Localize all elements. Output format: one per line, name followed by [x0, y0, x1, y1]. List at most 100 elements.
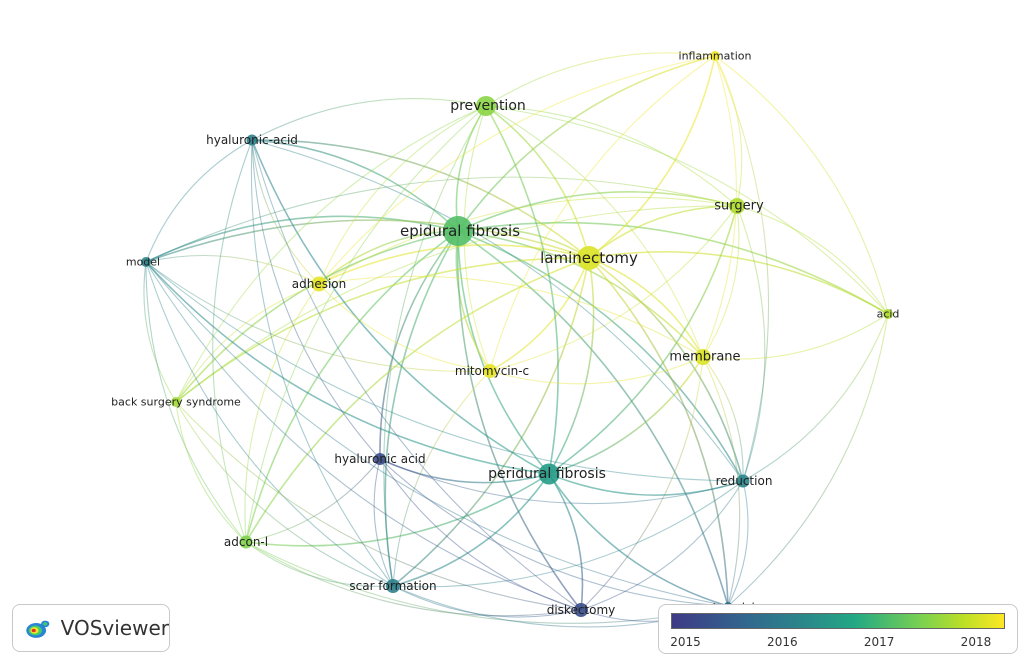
edge-hyaluronic_acid_hyphen-scar_formation [250, 139, 394, 587]
node-membrane[interactable] [695, 349, 711, 365]
edge-surgery-adhesion [318, 196, 738, 285]
edge-back_surgery_syndrome-adcon_l [175, 401, 247, 543]
edge-epidural_fibrosis-peridural_fibrosis [457, 230, 550, 475]
edge-epidural_fibrosis-diskectomy [456, 230, 582, 611]
node-layer [141, 51, 893, 617]
edge-peridural_fibrosis-surgery [548, 205, 738, 475]
edge-reduction-acid [742, 313, 889, 482]
node-label-inflammation[interactable]: inflammation [679, 50, 752, 63]
edge-model-rat_model [145, 261, 729, 607]
edge-acid-rat_model [727, 313, 889, 607]
edge-membrane-adhesion [318, 275, 704, 358]
edge-adcon_l-rat_model [245, 541, 729, 624]
edge-peridural_fibrosis-hyaluronic_acid_hyphen [251, 139, 550, 475]
edge-laminectomy-surgery [588, 205, 738, 259]
node-label-scar_formation[interactable]: scar formation [349, 579, 436, 593]
edge-model-diskectomy [145, 261, 582, 611]
edge-epidural_fibrosis-adcon_l [245, 230, 459, 543]
edge-prevention-hyaluronic_acid_hyphen [251, 97, 487, 141]
node-label-mitomycin_c[interactable]: mitomycin-c [455, 364, 529, 378]
node-label-adhesion[interactable]: adhesion [292, 277, 347, 291]
edge-back_surgery_syndrome-scar_formation [175, 401, 394, 587]
node-back_surgery_syndrome[interactable] [171, 397, 181, 407]
edge-epidural_fibrosis-surgery [457, 191, 738, 232]
edge-laminectomy-rat_model [588, 257, 729, 607]
edge-model-back_surgery_syndrome [143, 261, 177, 403]
edge-model-reduction [145, 261, 744, 482]
node-surgery[interactable] [729, 198, 745, 214]
edge-surgery-reduction [736, 205, 766, 482]
edge-laminectomy-adhesion [318, 244, 590, 285]
edge-peridural_fibrosis-diskectomy [548, 473, 584, 611]
node-label-hyaluronic_acid[interactable]: hyaluronic acid [334, 452, 425, 466]
logo-text: VOSviewer [60, 616, 169, 640]
node-label-epidural_fibrosis[interactable]: epidural fibrosis [400, 222, 520, 240]
edge-model-scar_formation [145, 261, 394, 587]
label-layer: epidural fibrosis laminectomy peridural fi… [111, 50, 899, 618]
edge-prevention-surgery [485, 105, 738, 207]
node-prevention[interactable] [476, 96, 496, 116]
edge-laminectomy-scar_formation [392, 257, 590, 587]
node-label-acid[interactable]: acid [877, 308, 900, 321]
node-label-surgery[interactable]: surgery [714, 199, 764, 214]
edge-mitomycin_c-model [145, 261, 491, 372]
node-label-back_surgery_syndrome[interactable]: back surgery syndrome [111, 396, 241, 409]
node-diskectomy[interactable] [574, 603, 588, 617]
node-hyaluronic_acid[interactable] [374, 453, 386, 465]
scale-tick-2016: 2016 [767, 635, 798, 649]
edge-laminectomy-inflammation [588, 55, 716, 259]
node-label-hyaluronic_acid_hyphen[interactable]: hyaluronic-acid [206, 133, 298, 147]
edge-laminectomy-acid [588, 251, 889, 315]
edge-hyaluronic_acid-adcon_l [245, 458, 381, 543]
edge-epidural_fibrosis-reduction [457, 230, 744, 482]
edge-peridural_fibrosis-model [145, 261, 550, 475]
node-label-adcon_l[interactable]: adcon-l [224, 535, 268, 549]
node-model[interactable] [141, 257, 151, 267]
color-gradient-bar [671, 613, 1005, 629]
node-label-laminectomy[interactable]: laminectomy [540, 249, 638, 267]
edge-surgery-model [145, 176, 738, 263]
edge-membrane-acid [702, 313, 889, 360]
node-adcon_l[interactable] [239, 535, 253, 549]
edge-hyaluronic_acid-reduction [379, 458, 744, 505]
edge-hyaluronic_acid_hyphen-hyaluronic_acid [251, 139, 381, 460]
scale-tick-2017: 2017 [863, 635, 895, 649]
edge-epidural_fibrosis-mitomycin_c [455, 230, 491, 372]
node-label-membrane[interactable]: membrane [669, 350, 740, 365]
edge-hyaluronic_acid_hyphen-adhesion [251, 139, 320, 285]
node-label-reduction[interactable]: reduction [716, 474, 773, 488]
node-label-model[interactable]: model [126, 256, 160, 269]
node-peridural_fibrosis[interactable] [538, 463, 560, 485]
node-inflammation[interactable] [710, 51, 720, 61]
edge-epidural_fibrosis-acid [457, 221, 889, 315]
edge-hyaluronic_acid-scar_formation [373, 458, 394, 587]
edge-adhesion-model [145, 255, 320, 285]
edge-hyaluronic_acid-rat_model [379, 458, 729, 607]
edge-reduction-diskectomy [580, 480, 744, 611]
edge-mitomycin_c-scar_formation [392, 370, 491, 587]
node-epidural_fibrosis[interactable] [443, 216, 473, 246]
node-reduction[interactable] [736, 474, 750, 488]
node-hyaluronic_acid_hyphen[interactable] [246, 134, 258, 146]
edge-epidural_fibrosis-hyaluronic_acid_hyphen [251, 139, 459, 232]
node-scar_formation[interactable] [386, 579, 400, 593]
node-laminectomy[interactable] [577, 246, 601, 270]
edge-inflammation-acid [714, 55, 889, 315]
edge-membrane-reduction [702, 356, 744, 482]
edge-laminectomy-model [145, 219, 590, 263]
node-mitomycin_c[interactable] [483, 364, 497, 378]
node-label-diskectomy[interactable]: diskectomy [547, 603, 616, 617]
edge-epidural_fibrosis-inflammation [457, 55, 716, 232]
node-label-prevention[interactable]: prevention [450, 98, 526, 114]
node-adhesion[interactable] [311, 276, 327, 292]
node-label-peridural_fibrosis[interactable]: peridural fibrosis [488, 466, 606, 482]
edge-surgery-inflammation [714, 55, 743, 207]
edge-hyaluronic_acid-diskectomy [379, 458, 582, 611]
edge-model-adcon_l [145, 261, 247, 543]
node-acid[interactable] [883, 309, 893, 319]
edge-peridural_fibrosis-prevention [485, 105, 559, 475]
edge-laminectomy-mitomycin_c [489, 257, 590, 372]
edge-reduction-scar_formation [392, 480, 744, 588]
edge-adhesion-adcon_l [244, 283, 320, 543]
